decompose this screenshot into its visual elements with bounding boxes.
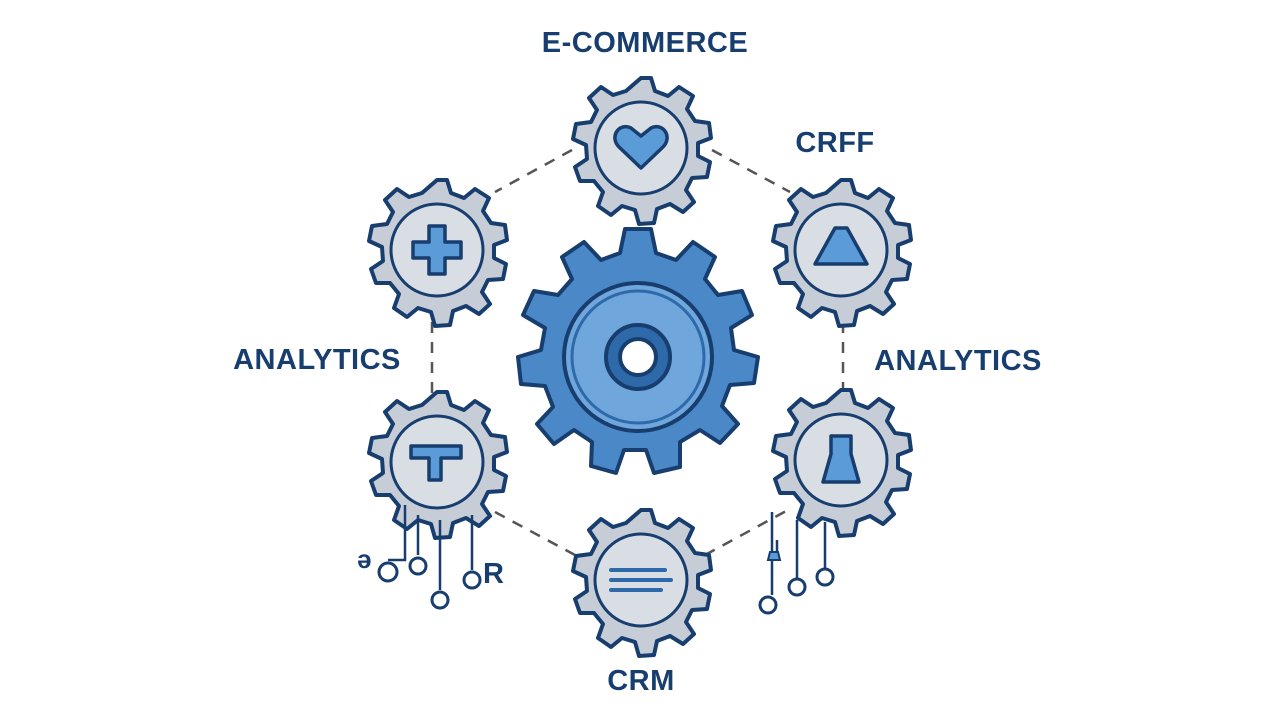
symbol-s-glyph: ə (357, 544, 371, 574)
label-e-commerce: E-COMMERCE (542, 27, 748, 59)
beaker-icon (821, 434, 861, 484)
gear-bottom-right (771, 388, 913, 538)
wires-bottom-left (388, 505, 474, 590)
label-crff: CRFF (795, 127, 874, 159)
label-crm: CRM (607, 665, 675, 697)
label-analytics-left: ANALYTICS (233, 344, 401, 376)
t-shape-icon (409, 444, 463, 482)
gear-top (571, 76, 713, 226)
label-analytics-right: ANALYTICS (874, 345, 1042, 377)
wire-terminals-bottom-right (758, 567, 835, 615)
plus-cross-icon (411, 224, 463, 276)
connector-top-to-top-right (711, 148, 791, 194)
wire-terminals-bottom-left (377, 556, 482, 610)
gear-top-left (367, 178, 509, 328)
connector-top-to-top-left (494, 148, 573, 194)
lines-icon (609, 568, 673, 592)
connector-bottom-left-to-bottom (494, 510, 576, 557)
gear-bottom (571, 508, 713, 658)
gear-bottom-left (367, 390, 509, 540)
connector-bottom-to-bottom-right (704, 508, 789, 557)
flask-icon (813, 226, 869, 266)
hub-gear (516, 227, 760, 475)
connector-plug-icon (766, 551, 782, 561)
gear-top-right (771, 178, 913, 328)
heart-icon (613, 124, 669, 170)
bottom-left-symbol-label: R (483, 558, 504, 590)
connector-ring (430, 148, 845, 557)
